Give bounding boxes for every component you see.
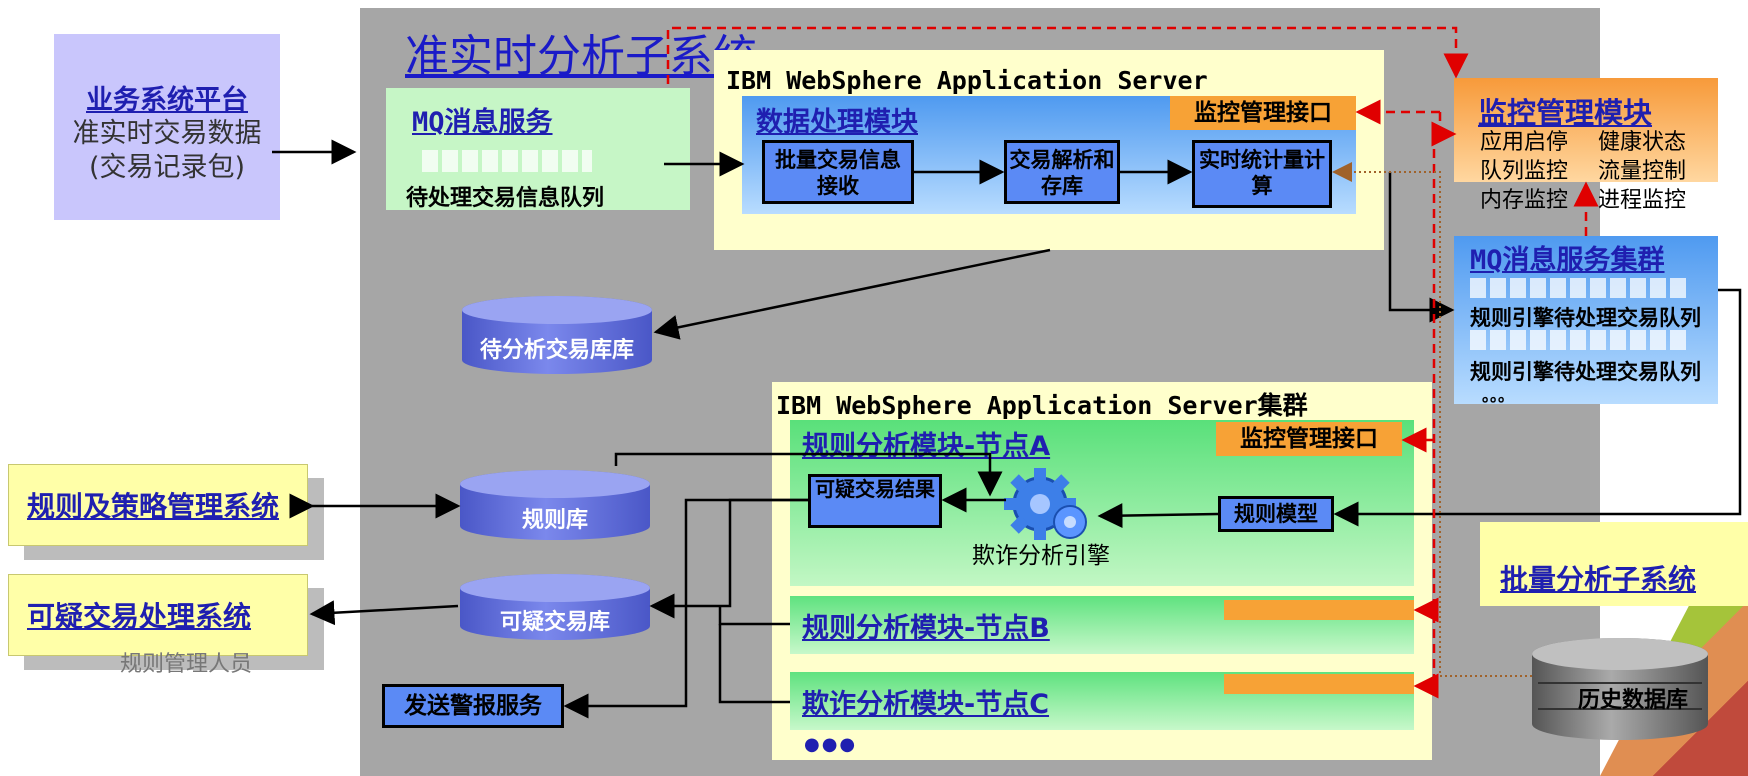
pending-analysis-db[interactable]: 待分析交易库库 (462, 296, 652, 374)
batch-subsystem-label[interactable]: 批量分析子系统 (1500, 563, 1697, 596)
monitor-module-box: 监控管理模块 (1454, 78, 1718, 182)
history-db[interactable]: 历史数据库 (1532, 638, 1708, 740)
batch-receive-box[interactable]: 批量交易信息接收 (762, 140, 914, 204)
cluster-queue-graphic-1 (1470, 278, 1688, 298)
monitor-module-title[interactable]: 监控管理模块 (1478, 96, 1653, 130)
realtime-stats-box[interactable]: 实时统计量计算 (1192, 140, 1332, 208)
monitor-item-flow-control: 流量控制 (1598, 159, 1687, 184)
more-nodes: ●●● (804, 734, 858, 755)
node-b-title[interactable]: 规则分析模块-节点B (802, 613, 1050, 644)
alert-service-box[interactable]: 发送警报服务 (382, 684, 564, 728)
db-ring (1538, 708, 1702, 710)
data-module-title[interactable]: 数据处理模块 (756, 107, 918, 138)
suspicious-sys-box[interactable]: 可疑交易处理系统 (8, 574, 308, 656)
business-platform-box: 业务系统平台 准实时交易数据(交易记录包) (54, 34, 280, 220)
node-c-title[interactable]: 欺诈分析模块-节点C (802, 689, 1050, 720)
db-top (460, 574, 650, 602)
rules-db-label: 规则库 (521, 508, 588, 533)
suspicious-result-box[interactable]: 可疑交易结果 (808, 474, 942, 528)
mq-cluster-ellipsis: 。。。 (1482, 386, 1515, 405)
rules-db[interactable]: 规则库 (460, 470, 650, 540)
rule-mgmt-shadow-text: 规则管理人员 (120, 652, 253, 677)
db-top (460, 470, 650, 498)
business-platform-title[interactable]: 业务系统平台 (86, 85, 248, 116)
monitor-item-app-start-stop: 应用启停 (1480, 130, 1569, 155)
monitor-item-memory: 内存监控 (1480, 188, 1569, 213)
node-c-monitor-interface[interactable] (1224, 674, 1414, 694)
engine-label: 欺诈分析引擎 (972, 543, 1110, 569)
rule-mgmt-label[interactable]: 规则及策略管理系统 (27, 490, 280, 523)
batch-subsystem-box[interactable]: 批量分析子系统 (1480, 522, 1748, 606)
suspicious-db-label: 可疑交易库 (499, 610, 610, 635)
monitor-items: 应用启停 健康状态 队列监控 流量控制 内存监控 进程监控 (1480, 128, 1716, 215)
suspicious-sys-label[interactable]: 可疑交易处理系统 (27, 600, 252, 633)
rule-mgmt-box[interactable]: 规则及策略管理系统 (8, 464, 308, 546)
mq-queue-label: 待处理交易信息队列 (406, 186, 605, 211)
rule-model-box[interactable]: 规则模型 (1218, 496, 1334, 532)
parse-store-box[interactable]: 交易解析和存库 (1004, 140, 1120, 204)
cluster-queue-graphic-2 (1470, 330, 1688, 350)
mq-cluster-title[interactable]: MQ消息服务集群 (1470, 245, 1665, 276)
node-b-monitor-interface[interactable] (1224, 600, 1414, 620)
suspicious-db[interactable]: 可疑交易库 (460, 574, 650, 640)
mq-service-title[interactable]: MQ消息服务 (412, 107, 553, 138)
was-top-title: IBM WebSphere Application Server (726, 66, 1208, 95)
monitor-item-process: 进程监控 (1598, 188, 1687, 213)
db-ring (1538, 682, 1702, 684)
was-cluster-title: IBM WebSphere Application Server集群 (776, 391, 1308, 420)
monitor-item-queue: 队列监控 (1480, 159, 1569, 184)
pending-db-label: 待分析交易库库 (479, 338, 634, 363)
mq-cluster-box: MQ消息服务集群 规则引擎待处理交易队列 规则引擎待处理交易队列 。。。 (1454, 236, 1718, 405)
mq-service-box: MQ消息服务 待处理交易信息队列 (386, 88, 690, 211)
history-db-label: 历史数据库 (1578, 688, 1689, 713)
node-a-title[interactable]: 规则分析模块-节点A (802, 431, 1051, 462)
db-top (462, 296, 652, 324)
message-queue-graphic (422, 150, 592, 172)
business-platform-body: 准实时交易数据(交易记录包) (72, 118, 262, 183)
cluster-monitor-interface[interactable]: 监控管理接口 (1216, 422, 1402, 456)
realtime-subsystem-title: 准实时分析子系统 (405, 31, 757, 82)
mq-cluster-queue-1: 规则引擎待处理交易队列 (1470, 306, 1701, 330)
data-module-monitor-interface[interactable]: 监控管理接口 (1170, 96, 1356, 130)
db-top (1532, 638, 1708, 670)
monitor-item-health: 健康状态 (1598, 130, 1687, 155)
